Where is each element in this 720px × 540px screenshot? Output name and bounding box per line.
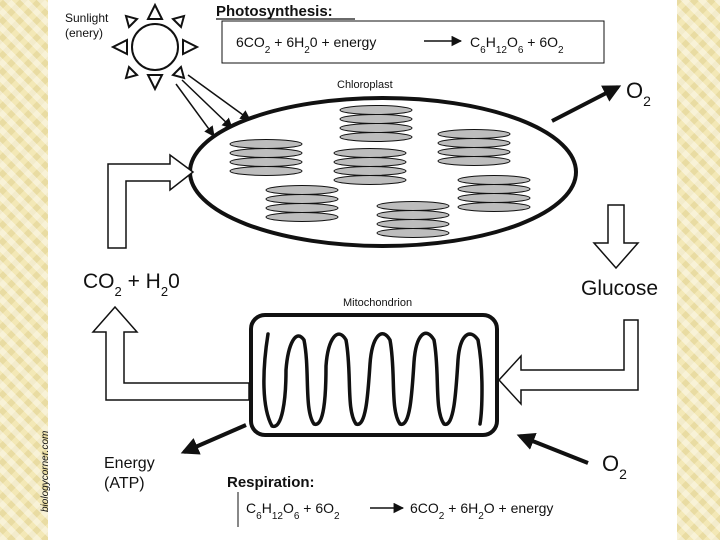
- sun-icon: [110, 2, 200, 92]
- photosynthesis-title: Photosynthesis:: [216, 3, 333, 20]
- granum-7: [376, 201, 450, 238]
- energy-release-arrow: [180, 423, 247, 455]
- chloroplast-label: Chloroplast: [337, 79, 393, 91]
- glucose-to-mitochondrion-arrow: [497, 319, 639, 406]
- co2-water-to-chloroplast-arrow: [107, 153, 195, 249]
- respiration-equation-reactants: C6H12O6 + 6O2: [246, 500, 340, 522]
- photosynthesis-equation-box: [221, 20, 605, 64]
- granum-5: [265, 185, 339, 222]
- sunlight-label: Sunlight: [65, 11, 109, 25]
- oxygen-release-arrow: [551, 85, 622, 123]
- respiration-title: Respiration:: [227, 474, 315, 491]
- mitochondrion-cristae: [262, 331, 484, 428]
- sunlight-arrows: [175, 74, 251, 137]
- left-decorative-border: [0, 0, 48, 540]
- granum-4: [437, 129, 511, 166]
- atp-label: (ATP): [104, 475, 145, 492]
- mitochondrion-label: Mitochondrion: [343, 297, 412, 309]
- oxygen-intake-arrow: [516, 432, 589, 465]
- photosynthesis-equation-reactants: 6CO2 + 6H20 + energy: [236, 34, 376, 56]
- right-decorative-border: [677, 0, 720, 540]
- oxygen-input-label: O2: [602, 451, 627, 482]
- chloroplast-to-glucose-arrow: [592, 204, 640, 270]
- oxygen-output-label: O2: [626, 78, 651, 109]
- diagram-panel: [48, 0, 677, 540]
- sunlight-sublabel: (enery): [65, 26, 103, 40]
- mitochondrion-outer-membrane: [249, 313, 499, 437]
- co2-water-label: CO2 + H20: [83, 270, 180, 299]
- granum-6: [457, 175, 531, 212]
- granum-1: [339, 105, 413, 142]
- granum-3: [333, 148, 407, 185]
- credit-text: biologycorner.com: [40, 431, 51, 512]
- thylakoid-stacks: [229, 105, 531, 238]
- granum-2: [229, 139, 303, 176]
- photosynthesis-equation-products: C6H12O6 + 6O2: [470, 34, 564, 56]
- energy-label: Energy: [104, 455, 155, 472]
- mitochondrion-to-co2-water-arrow: [91, 305, 250, 401]
- glucose-label: Glucose: [581, 277, 658, 300]
- respiration-equation-products: 6CO2 + 6H2O + energy: [410, 500, 553, 522]
